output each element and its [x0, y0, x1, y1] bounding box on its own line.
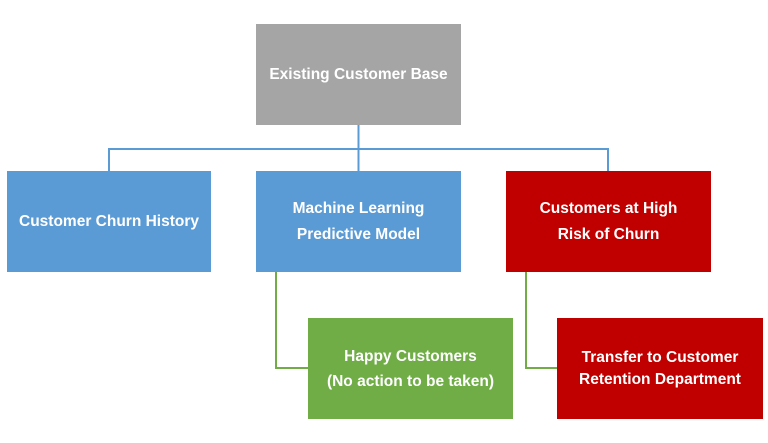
node-label: Happy Customers (No action to be taken)	[326, 347, 495, 390]
node-label: Machine Learning Predictive Model	[292, 199, 425, 243]
node-customer-churn-history: Customer Churn History	[7, 171, 211, 272]
node-happy-customers: Happy Customers (No action to be taken)	[308, 318, 513, 419]
node-customers-at-high-risk: Customers at High Risk of Churn	[506, 171, 711, 272]
connector-model-to-happy	[275, 272, 308, 369]
node-label: Existing Customer Base	[269, 65, 448, 83]
node-transfer-to-retention: Transfer to Customer Retention Departmen…	[557, 318, 763, 419]
connector-highrisk-to-transfer	[525, 272, 557, 369]
node-label: Customers at High Risk of Churn	[539, 199, 678, 243]
node-machine-learning-predictive-model: Machine Learning Predictive Model	[256, 171, 461, 272]
node-label: Transfer to Customer Retention Departmen…	[579, 348, 741, 388]
node-existing-customer-base: Existing Customer Base	[256, 24, 461, 125]
node-label: Customer Churn History	[19, 212, 199, 230]
